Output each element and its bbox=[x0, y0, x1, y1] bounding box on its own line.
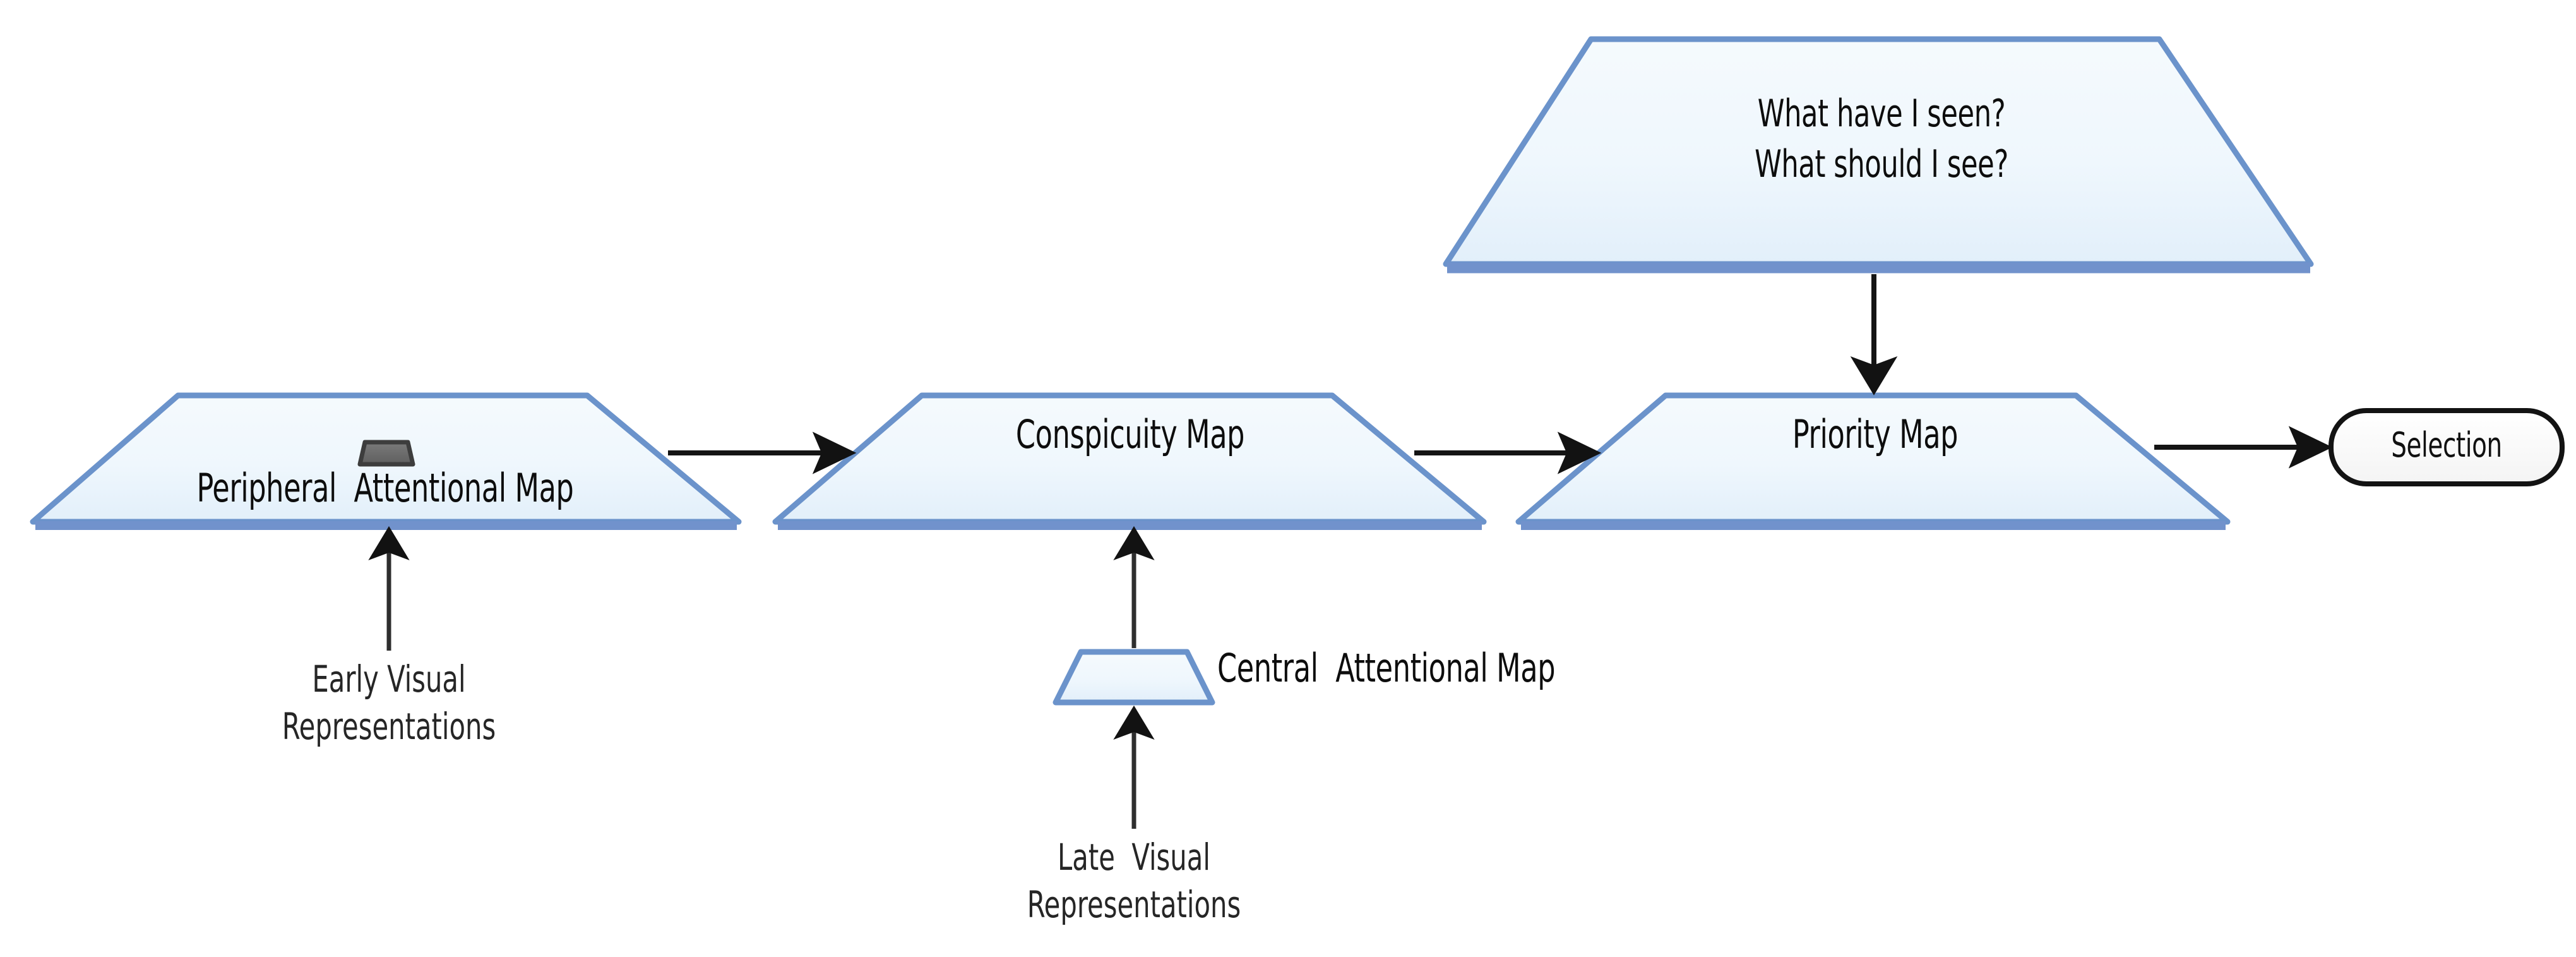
conspicuity-trapezoid-shape bbox=[772, 392, 1487, 525]
mini-map-icon bbox=[357, 440, 415, 467]
selection-rounded-rect-shape bbox=[2329, 408, 2565, 486]
central-map-trapezoid-shape bbox=[1052, 649, 1215, 706]
node-peripheral[interactable] bbox=[30, 392, 742, 530]
node-priority[interactable] bbox=[1515, 392, 2231, 530]
node-conspicuity[interactable] bbox=[772, 392, 1487, 530]
priority-trapezoid-shape bbox=[1515, 392, 2231, 525]
goal-trapezoid-shape bbox=[1443, 36, 2314, 267]
node-goal[interactable] bbox=[1443, 36, 2314, 274]
node-central-map[interactable] bbox=[1052, 649, 1215, 706]
node-selection[interactable] bbox=[2329, 408, 2565, 486]
